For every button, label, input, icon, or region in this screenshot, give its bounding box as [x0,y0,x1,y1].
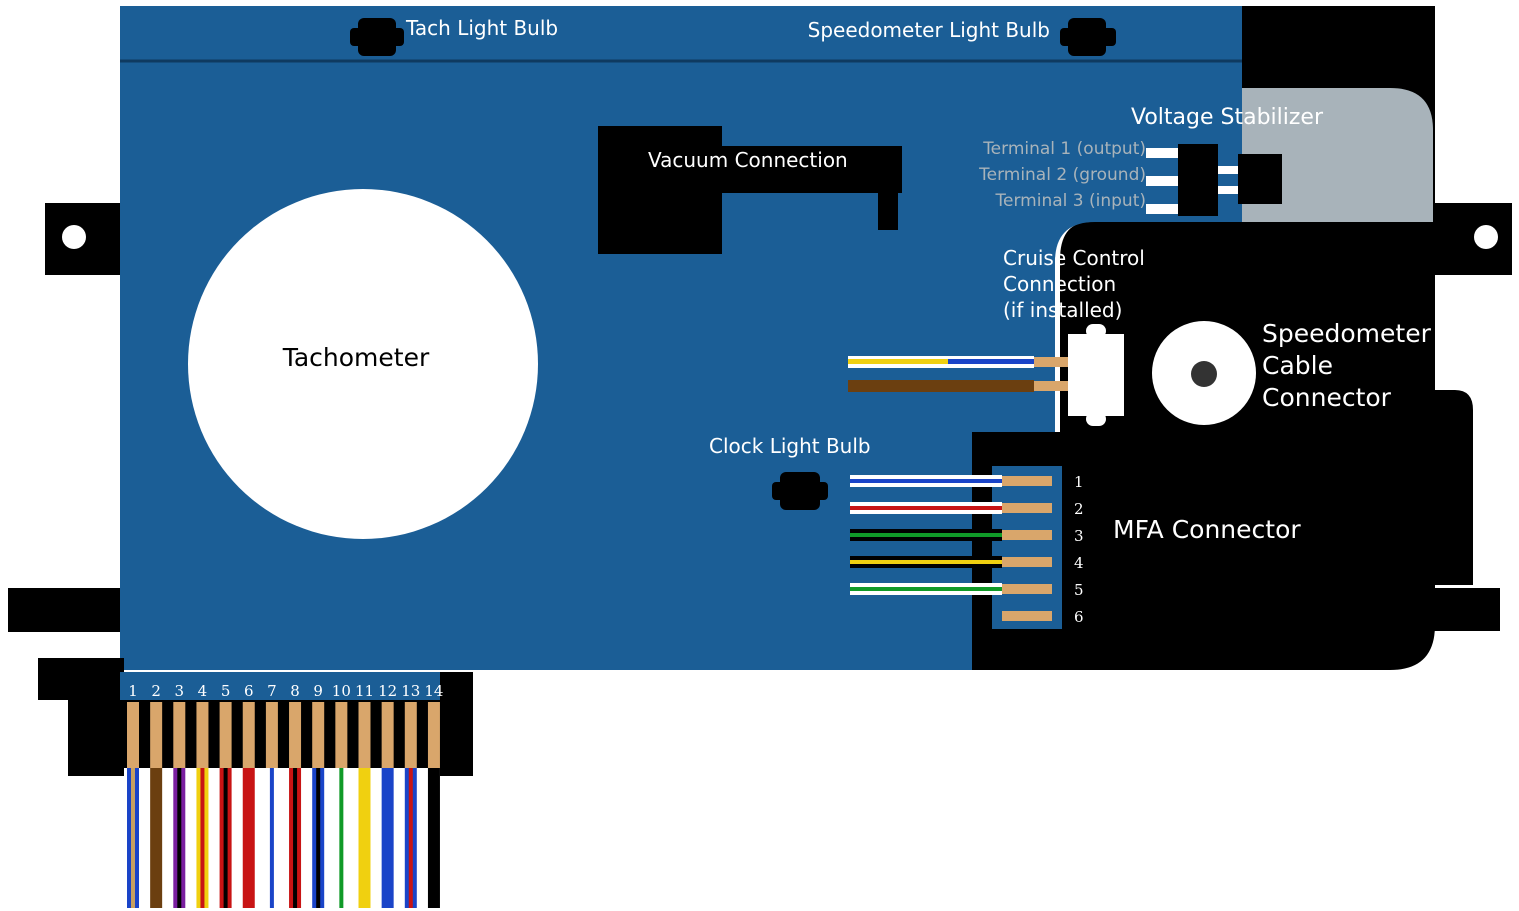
terminal-3-label: Terminal 3 (input) [995,191,1146,211]
main-pin-number: 7 [267,682,277,700]
cruise-control-label-line-1: Cruise Control [1003,246,1145,270]
main-connector-housing-right [440,672,473,776]
tachometer-dial [188,189,538,539]
main-pin-3 [173,702,186,768]
main-pin-5 [219,702,232,768]
mfa-pin-6 [1002,611,1052,621]
tach-light-bulb-label: Tach Light Bulb [405,16,558,40]
main-pin-1 [127,702,139,768]
terminal-2-label: Terminal 2 (ground) [978,165,1146,185]
mfa-wire-2 [850,502,1002,514]
vacuum-connection-label: Vacuum Connection [648,148,848,172]
main-pin-number: 6 [244,682,254,700]
mfa-wire-1 [850,475,1002,487]
left-lower-tab [8,588,123,632]
clock-light-bulb-label: Clock Light Bulb [709,434,871,458]
main-pin-number: 14 [424,682,443,700]
main-wire-3 [173,768,186,908]
mfa-pin-number: 2 [1074,500,1084,518]
main-pin-number: 4 [198,682,208,700]
mfa-pin-number: 5 [1074,581,1084,599]
tachometer-label: Tachometer [282,343,430,372]
main-pin-10 [335,702,348,768]
voltage-stabilizer-component [1146,144,1282,216]
main-pin-number: 9 [313,682,323,700]
speedometer-cable-label-line-1: Speedometer [1262,319,1432,348]
main-wire-4 [196,768,209,908]
mfa-pin-number: 4 [1074,554,1084,572]
right-mount-hole [1474,225,1498,249]
left-mount-hole [62,225,86,249]
mfa-pin-number: 3 [1074,527,1084,545]
main-wire-5 [219,768,232,908]
main-pin-number: 3 [175,682,185,700]
main-pin-14 [427,702,440,768]
mfa-pin-number: 6 [1074,608,1084,626]
terminal-1-label: Terminal 1 (output) [982,139,1146,159]
main-pin-13 [404,702,417,768]
main-wire-12 [381,768,394,908]
speedometer-cable-label-line-3: Connector [1262,383,1392,412]
mfa-pin-1 [1002,476,1052,486]
main-pin-number: 2 [151,682,161,700]
main-pin-number: 10 [332,682,351,700]
mfa-wire-4 [850,556,1002,568]
main-pin-11 [358,702,371,768]
main-pin-number: 5 [221,682,231,700]
main-pin-7 [265,702,278,768]
mfa-connector-label: MFA Connector [1113,515,1301,544]
main-wire-13 [404,768,417,908]
speedometer-light-bulb-icon [1060,18,1116,56]
main-pin-number: 8 [290,682,300,700]
main-connector-strip [120,672,440,702]
speedometer-cable-connector [1152,321,1256,425]
main-pin-2 [150,702,163,768]
mfa-pin-5 [1002,584,1052,594]
main-wire-11 [358,768,371,908]
main-wire-6 [242,768,255,908]
tach-light-bulb-icon [350,18,404,56]
main-pin-8 [289,702,302,768]
clock-light-bulb-icon [772,472,828,510]
main-wire-9 [312,768,325,908]
main-wire-8 [289,768,302,908]
mfa-pin-number: 1 [1074,473,1084,491]
speedometer-light-bulb-label: Speedometer Light Bulb [808,18,1050,42]
mfa-wire-5 [850,583,1002,595]
main-pin-6 [242,702,255,768]
mfa-pin-2 [1002,503,1052,513]
main-pin-12 [381,702,394,768]
mfa-pin-3 [1002,530,1052,540]
vacuum-connection [598,126,902,254]
main-connector-housing-left-lower [68,658,124,776]
main-pin-number: 13 [401,682,420,700]
main-pin-number: 11 [355,682,374,700]
main-wire-2 [150,768,163,908]
labels: Tach Light Bulb Speedometer Light Bulb V… [282,16,1432,544]
cruise-control-label-line-3: (if installed) [1003,298,1122,322]
main-wire-1 [127,768,139,908]
speedometer-cable-label-line-2: Cable [1262,351,1333,380]
main-pin-9 [312,702,325,768]
cruise-control-connector [848,324,1124,426]
main-wire-14 [427,768,440,908]
voltage-stabilizer-area [1242,88,1433,222]
main-wire-7 [265,768,278,908]
cruise-control-label-line-2: Connection [1003,272,1116,296]
main-wire-10 [335,768,348,908]
board-top-strip [120,6,1242,60]
main-pin-number: 12 [378,682,397,700]
mfa-connector: 1 2 3 4 5 6 [850,466,1084,629]
main-pin-4 [196,702,209,768]
mfa-wire-3 [850,529,1002,541]
main-pin-number: 1 [128,682,138,700]
mfa-pin-4 [1002,557,1052,567]
mfa-connector-block [992,466,1062,629]
voltage-stabilizer-label: Voltage Stabilizer [1131,105,1324,130]
